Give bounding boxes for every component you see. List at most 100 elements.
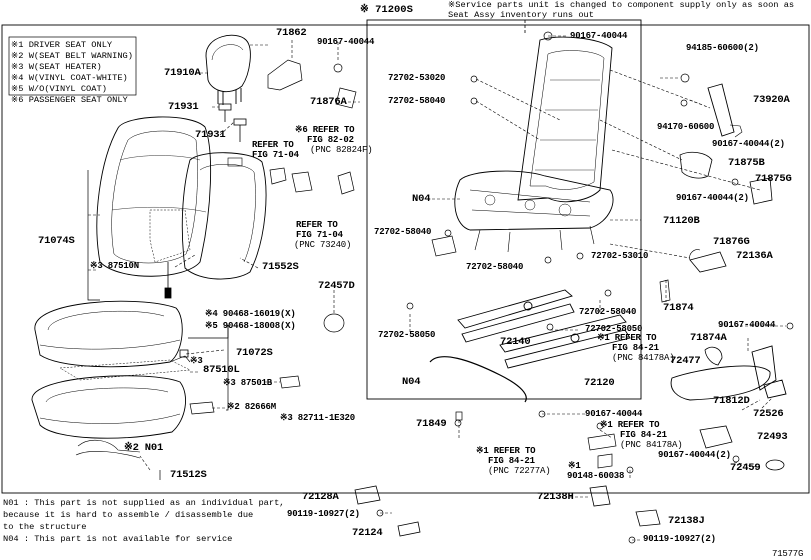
ref-text: FIG 84-21 (488, 456, 535, 466)
ref-text: FIG 84-21 (612, 343, 659, 353)
note-line: to the structure (3, 522, 87, 532)
service-note-line1: ※Service parts unit is changed to compon… (448, 0, 795, 10)
ref-text: FIG 71-04 (252, 150, 299, 160)
bracket-lines (87, 170, 229, 480)
figure-number: 71577G (772, 549, 804, 559)
ref-text: (PNC 84178A) (612, 353, 675, 363)
part-label: ※5 90468-18008(X) (205, 321, 296, 331)
notes: N01 : This part is not supplied as an in… (3, 497, 285, 545)
side-cover-drawing (670, 345, 787, 401)
lever-72477-drawing (704, 346, 723, 366)
part-label: 71910A (164, 67, 201, 79)
part-label: 71072S (236, 347, 273, 359)
ref-text: FIG 82-02 (307, 135, 354, 145)
legend-item: ※1 DRIVER SEAT ONLY (11, 40, 113, 50)
part-label: 71849 (416, 418, 447, 430)
part-label: ※2 82666M (227, 402, 276, 412)
part-label: 90167-40044 (317, 37, 375, 47)
part-label: 73920A (753, 94, 790, 106)
cushion-pad-drawing (31, 375, 187, 439)
part-label: 71512S (170, 469, 207, 481)
part-label: ※3 (190, 356, 203, 366)
part-label: 87510L (203, 364, 240, 376)
part-label: 72702-58050 (585, 324, 643, 334)
ref-text: (PNC 73240) (294, 240, 352, 250)
n04-bar-drawing (429, 356, 527, 403)
seatback-pad-drawing (181, 152, 267, 280)
part-label: N04 (412, 193, 431, 205)
legend: ※1 DRIVER SEAT ONLY ※2 W(SEAT BELT WARNI… (11, 40, 133, 106)
ref-text: FIG 71-04 (296, 230, 343, 240)
part-label: 72702-53020 (388, 73, 446, 83)
ref-text: FIG 84-21 (620, 430, 667, 440)
knob-72136-drawing (689, 249, 727, 273)
part-label: 71931 (168, 101, 199, 113)
heater-back-drawing (149, 209, 191, 263)
ref-text: ※1 REFER TO (600, 420, 660, 430)
legend-item: ※5 W/O(VINYL COAT) (11, 84, 107, 94)
part-label: 72120 (584, 377, 615, 389)
part-label: ※3 82711-1E320 (280, 413, 355, 423)
part-label: 72138H (537, 491, 574, 503)
headrest-drawing (205, 34, 251, 105)
cover-72138-drawing (589, 485, 661, 527)
part-label: 71074S (38, 235, 75, 247)
part-label: 72702-58040 (579, 307, 637, 317)
part-label: ※3 87510N (90, 261, 139, 271)
part-label: 71875B (728, 157, 765, 169)
part-label: 72493 (757, 431, 788, 443)
seat-assy-box (366, 19, 642, 400)
part-label: 90167-40044 (585, 409, 643, 419)
seat-track-drawing (457, 289, 631, 369)
note-line: because it is hard to assemble / disasse… (3, 510, 254, 520)
lever-71874-drawing (659, 279, 671, 303)
cover-71875b-drawing (679, 151, 773, 205)
service-note-line2: Seat Assy inventory runs out (448, 10, 594, 20)
legend-item: ※3 W(SEAT HEATER) (11, 62, 102, 72)
part-label: 71862 (276, 27, 307, 39)
ref-text: ※6 REFER TO (295, 125, 355, 135)
part-label: 71812D (713, 395, 750, 407)
part-label: 71931 (195, 129, 226, 141)
ref-text: (PNC 84178A) (620, 440, 683, 450)
legend-item: ※4 W(VINYL COAT-WHITE) (11, 73, 128, 83)
note-line: N01 : This part is not supplied as an in… (3, 498, 285, 508)
part-label: 72526 (753, 408, 784, 420)
part-label: 90167-40044(2) (712, 139, 785, 149)
n01-wire-drawing (77, 439, 141, 453)
part-label: ※4 90468-16019(X) (205, 309, 296, 319)
part-label: 72702-53010 (591, 251, 649, 261)
heater-cushion-drawing (59, 359, 191, 381)
part-label: 90119-10927(2) (287, 509, 360, 519)
legend-item: ※6 PASSENGER SEAT ONLY (11, 95, 128, 105)
part-label: 72136A (736, 250, 773, 262)
ref-text: REFER TO (296, 220, 338, 230)
part-label: 94170-60600 (657, 122, 715, 132)
assy-code: ※ 71200S (360, 4, 413, 16)
seat-frame-drawing (454, 36, 614, 253)
part-label: 72477 (670, 355, 701, 367)
part-label: 90167-40044 (570, 31, 628, 41)
part-label: 71876G (713, 236, 750, 248)
part-label: 72457D (318, 280, 355, 292)
cover-73920-drawing (707, 83, 743, 138)
part-label: 72138J (668, 515, 705, 527)
part-label: 72702-58040 (388, 96, 446, 106)
part-label: 72124 (352, 527, 383, 539)
part-label: ※1 (568, 461, 581, 471)
part-label: ※2 N01 (124, 442, 164, 454)
part-label: 71875G (755, 173, 792, 185)
part-label: 72702-58040 (374, 227, 432, 237)
part-label: 72140 (500, 336, 531, 348)
part-label: 90119-10927(2) (643, 534, 716, 544)
part-label: 72459 (730, 462, 761, 474)
ref-text: ※1 REFER TO (597, 333, 657, 343)
legend-box (8, 36, 137, 96)
leader-lines (88, 35, 786, 541)
outer-border (1, 24, 810, 494)
part-label: 90167-40044(2) (676, 193, 749, 203)
part-label: 71552S (262, 261, 299, 273)
ref-text: REFER TO (252, 140, 294, 150)
part-label: 71874A (690, 332, 727, 344)
